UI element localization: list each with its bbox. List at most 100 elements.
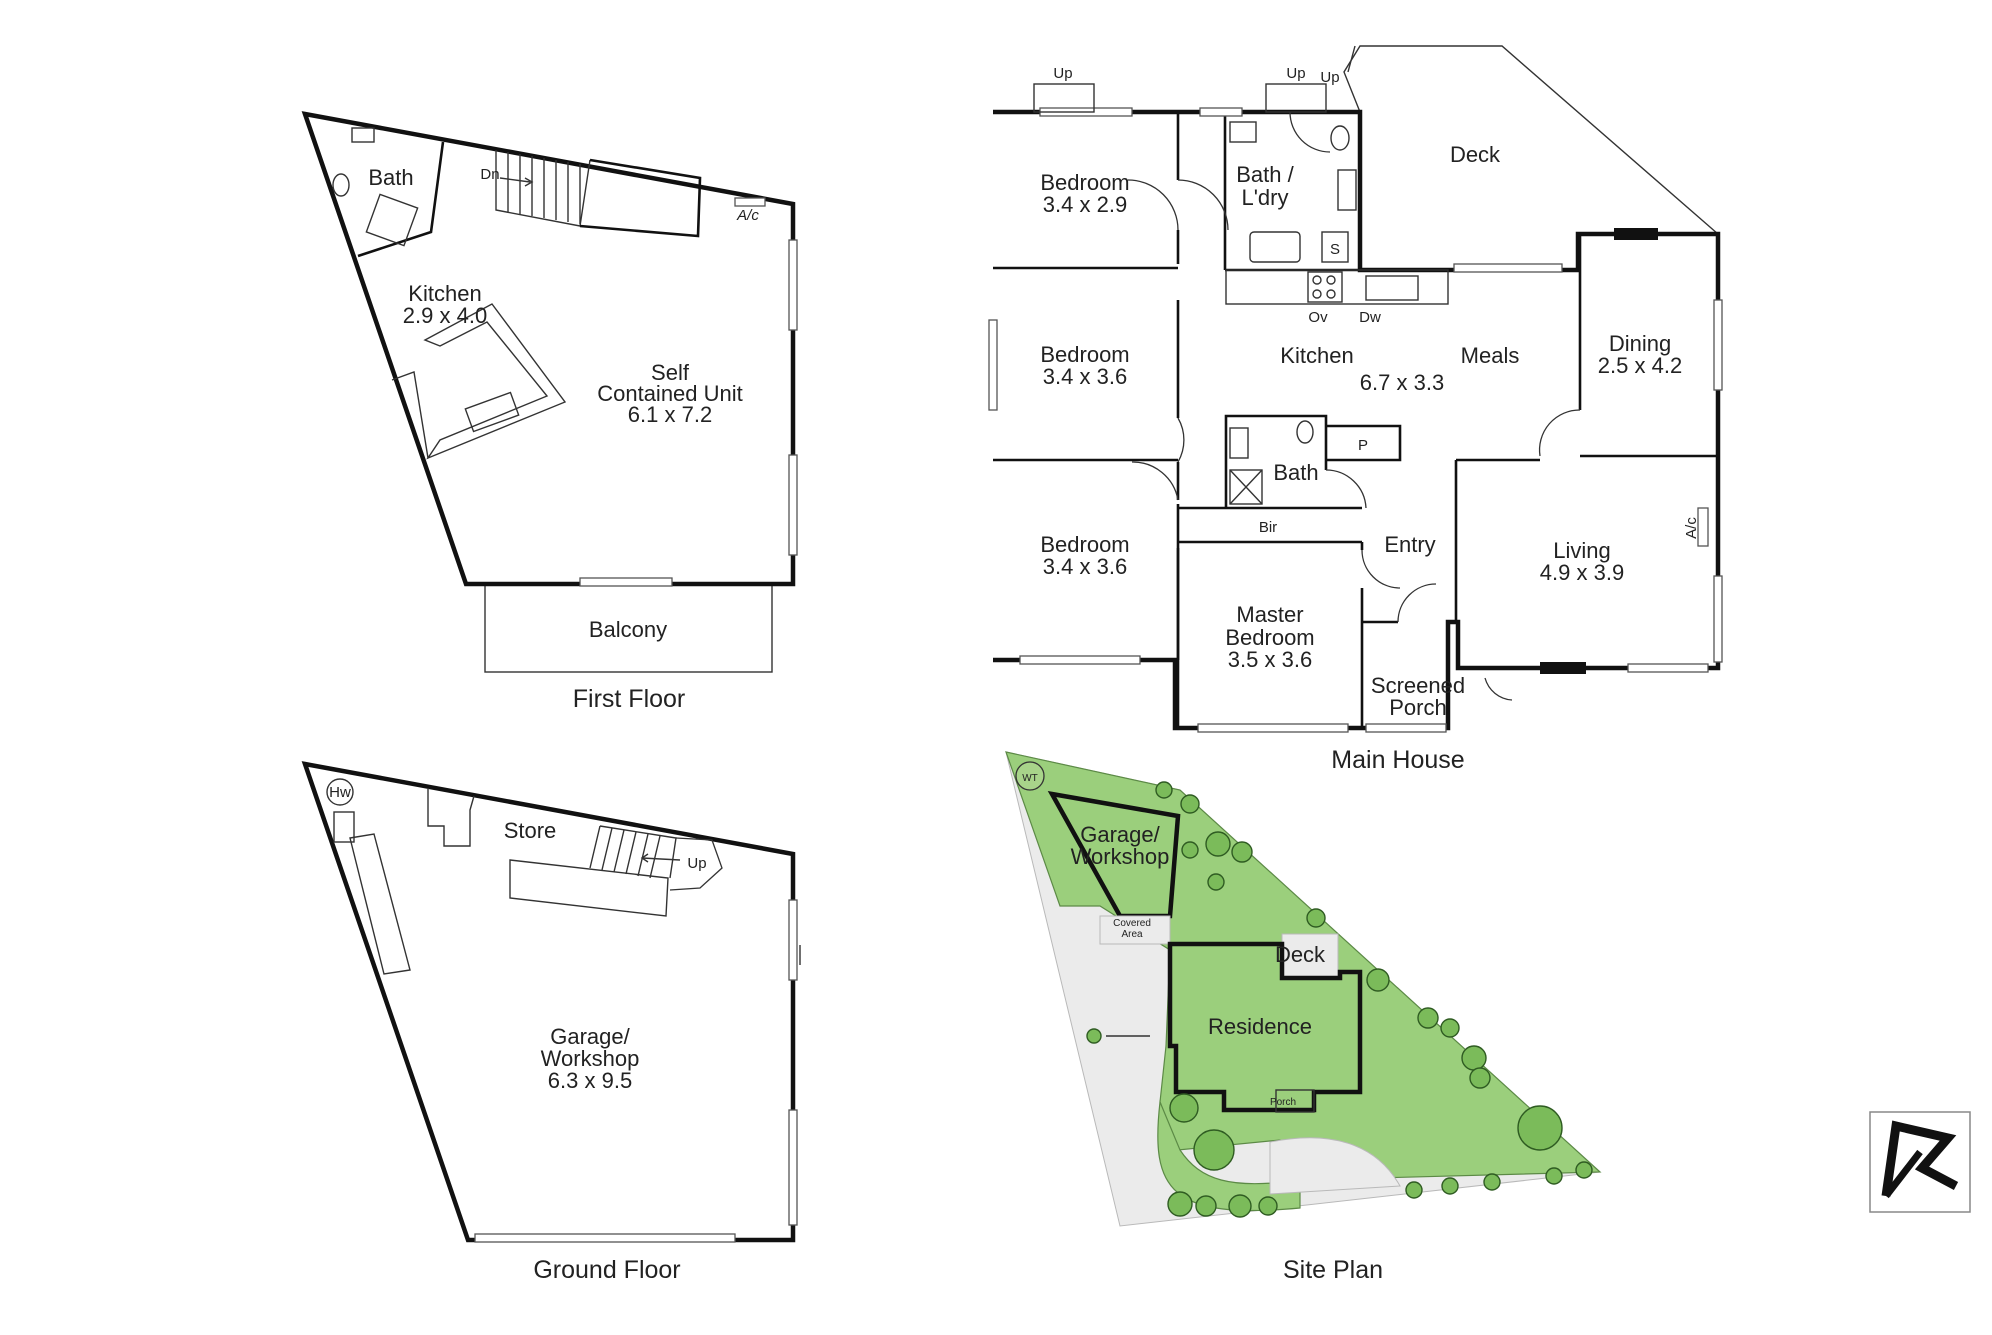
site-tree <box>1461 1045 1487 1071</box>
gf-store-label: Store <box>504 818 557 843</box>
mh-laundry-door <box>1289 111 1331 153</box>
ff-window-right-1 <box>788 239 798 331</box>
mh-deck-label: Deck <box>1450 142 1501 167</box>
site-tree <box>1205 831 1231 857</box>
ff-bath-label: Bath <box>368 165 413 190</box>
mh-bath-toilet <box>1296 420 1314 444</box>
ff-kitchen-bench <box>423 303 567 460</box>
site-deck-label: Deck <box>1275 942 1326 967</box>
gf-hot-water-unit <box>326 778 354 806</box>
mh-bed3-dims: 3.4 x 3.6 <box>1043 554 1127 579</box>
mh-porch-door <box>1397 583 1437 623</box>
ff-basin <box>351 127 375 143</box>
mh-deck-outline <box>1343 45 1720 271</box>
mh-laundry-vanity <box>1337 169 1357 211</box>
mh-entry-door <box>1361 549 1401 589</box>
site-covered-area <box>1099 915 1171 945</box>
site-tree <box>1195 1195 1217 1217</box>
site-tree <box>1086 1028 1102 1044</box>
site-porch-label: Porch <box>1270 1097 1296 1108</box>
ff-shower <box>365 193 419 247</box>
mh-living-window <box>1713 575 1723 663</box>
mh-up-label-3: Up <box>1320 69 1339 86</box>
mh-bath-shower <box>1229 469 1263 505</box>
mh-bath-label: Bath <box>1273 460 1318 485</box>
site-garage-label-2: Workshop <box>1071 844 1170 869</box>
mh-porch-label-1: Screened <box>1371 673 1465 698</box>
ff-kitchen-label: Kitchen <box>408 281 481 306</box>
mh-ac-label: A/c <box>1683 517 1700 539</box>
mh-step-1 <box>1033 83 1095 113</box>
mh-bed3-door <box>1131 461 1179 501</box>
mh-kitchen-bench <box>1225 269 1449 305</box>
site-tree <box>1441 1177 1459 1195</box>
site-tree <box>1167 1191 1193 1217</box>
site-tree <box>1405 1181 1423 1199</box>
mh-dishwasher-label: Dw <box>1359 309 1381 326</box>
site-tree <box>1366 968 1390 992</box>
mh-laundry-window <box>1199 107 1243 117</box>
agency-logo <box>1869 1111 1971 1213</box>
mh-up-label-1: Up <box>1053 65 1072 82</box>
site-deck <box>1281 933 1339 979</box>
first-floor-outline <box>301 111 796 587</box>
site-driveway <box>1269 1137 1401 1195</box>
site-garage-label-1: Garage/ <box>1080 822 1160 847</box>
mh-master-label-2: Bedroom <box>1225 625 1314 650</box>
ff-unit-label-1: Self <box>651 360 690 385</box>
mh-master-window <box>1197 723 1349 733</box>
site-tree <box>1169 1093 1199 1123</box>
mh-porch-screen-door <box>1484 677 1513 701</box>
site-tree <box>1483 1173 1501 1191</box>
site-covered-label-1: Covered <box>1113 918 1151 929</box>
site-residence-label: Residence <box>1208 1014 1312 1039</box>
site-porch <box>1275 1089 1315 1113</box>
site-tree <box>1545 1167 1563 1185</box>
mh-kitchen-label: Kitchen <box>1280 343 1353 368</box>
site-tree <box>1228 1194 1252 1218</box>
mh-laundry-basin <box>1229 121 1257 143</box>
first-floor-title: First Floor <box>573 685 686 713</box>
mh-pantry <box>1326 424 1402 462</box>
site-tree <box>1258 1196 1278 1216</box>
gf-hw-label: Hw <box>329 784 351 801</box>
ff-unit-label-2: Contained Unit <box>597 381 743 406</box>
gf-store-nook <box>427 788 475 847</box>
mh-bir-label: Bir <box>1259 519 1277 536</box>
mh-dining-dims: 2.5 x 4.2 <box>1598 353 1682 378</box>
ff-toilet <box>332 173 350 197</box>
first-floor-plan: Bath Dn A/c Kitchen 2.9 x 4.0 Self Conta… <box>301 111 798 713</box>
main-house-plan: Up Up Up Bedroom 3.4 x 2.9 Bath / L'dry … <box>988 45 1723 774</box>
mh-bed2-label: Bedroom <box>1040 342 1129 367</box>
gf-window-right-2 <box>788 1109 798 1226</box>
mh-bed3-label: Bedroom <box>1040 532 1129 557</box>
site-tree <box>1440 1018 1460 1038</box>
ff-kitchen-sink <box>464 391 520 433</box>
mh-bed1-dims: 3.4 x 2.9 <box>1043 192 1127 217</box>
site-tree <box>1207 873 1225 891</box>
mh-kitchen-dims: 6.7 x 3.3 <box>1360 370 1444 395</box>
site-tree <box>1575 1161 1593 1179</box>
mh-pantry-label: P <box>1358 437 1368 454</box>
mh-porch-label-2: Porch <box>1389 695 1446 720</box>
ground-floor-plan: Hw Store Up Garage/ Workshop 6.3 x 9.5 G… <box>301 761 801 1284</box>
mh-dining-label: Dining <box>1609 331 1671 356</box>
mh-living-label: Living <box>1553 538 1610 563</box>
site-tree <box>1469 1067 1491 1089</box>
site-covered-label-2: Area <box>1121 929 1143 940</box>
ff-bath-wall <box>357 141 445 258</box>
ff-dn-label: Dn <box>480 166 499 183</box>
site-tree <box>1306 908 1326 928</box>
ground-floor-title: Ground Floor <box>533 1256 680 1284</box>
mh-dining-fireplace <box>1614 228 1658 240</box>
site-lawn-south <box>1157 1099 1301 1212</box>
mh-meals-door <box>1453 263 1563 273</box>
mh-laundry-toilet <box>1330 125 1350 151</box>
ff-ac-label: A/c <box>736 207 759 224</box>
site-tree <box>1231 841 1253 863</box>
site-wt-label: WT <box>1022 773 1038 784</box>
mh-kitchen-sink <box>1365 275 1419 301</box>
mh-bath-ldry-label-2: L'dry <box>1242 185 1289 210</box>
mh-deck-rail <box>1347 45 1356 73</box>
